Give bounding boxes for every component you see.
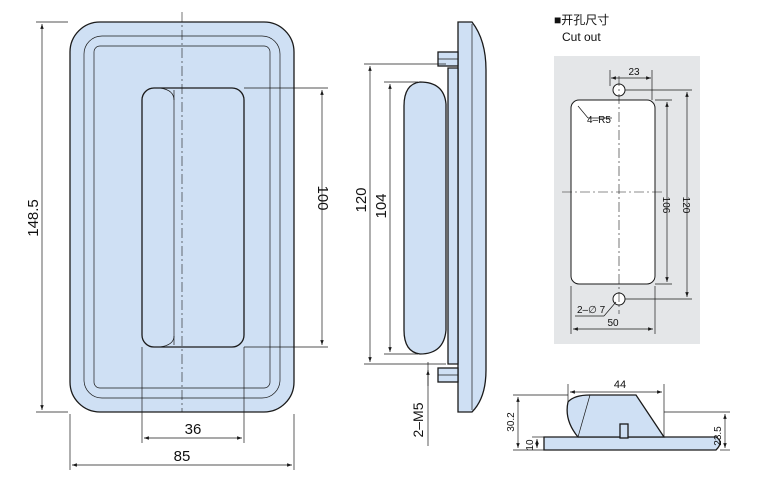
dim-36: 36 [185,421,202,438]
dim-bottom-10: 10 [525,439,536,451]
cutout-title-en: Cut out [562,30,601,44]
cutout-title-cn: ■开孔尺寸 [554,13,609,27]
dim-bottom-30-2: 30.2 [506,412,517,432]
side-grip [403,81,447,355]
dim-cut-23: 23 [628,67,640,78]
dim-cut-50: 50 [607,318,619,329]
bottom-stud [619,423,629,439]
dim-cut-106: 106 [660,197,671,214]
dim-cut-120: 120 [680,197,691,214]
side-body [447,67,459,365]
dim-bottom-23-5: 23.5 [713,426,724,446]
cutout-view: ■开孔尺寸 Cut out 23 4–R5 106 120 2–∅ 7 [554,13,700,344]
dim-thread-m5: 2–M5 [410,402,426,437]
dim-100: 100 [314,185,331,210]
dim-side-120: 120 [353,187,370,212]
front-grip-handle [141,87,245,348]
bottom-base-flange [543,436,721,451]
front-view: 148.5 85 36 100 [25,12,331,470]
dim-148-5: 148.5 [25,199,42,237]
dim-cut-holes: 2–∅ 7 [577,305,606,316]
bottom-view: 44 30.2 10 23.5 [506,379,730,451]
bottom-grip-body [566,394,666,438]
side-view: 120 104 2–M5 [353,21,487,446]
dim-bottom-44: 44 [614,379,626,391]
dim-85: 85 [174,448,191,465]
dim-cut-radius: 4–R5 [587,115,611,126]
dim-side-104: 104 [373,193,390,218]
front-recess-border [93,45,271,389]
front-grip-lip-curve [159,87,175,348]
